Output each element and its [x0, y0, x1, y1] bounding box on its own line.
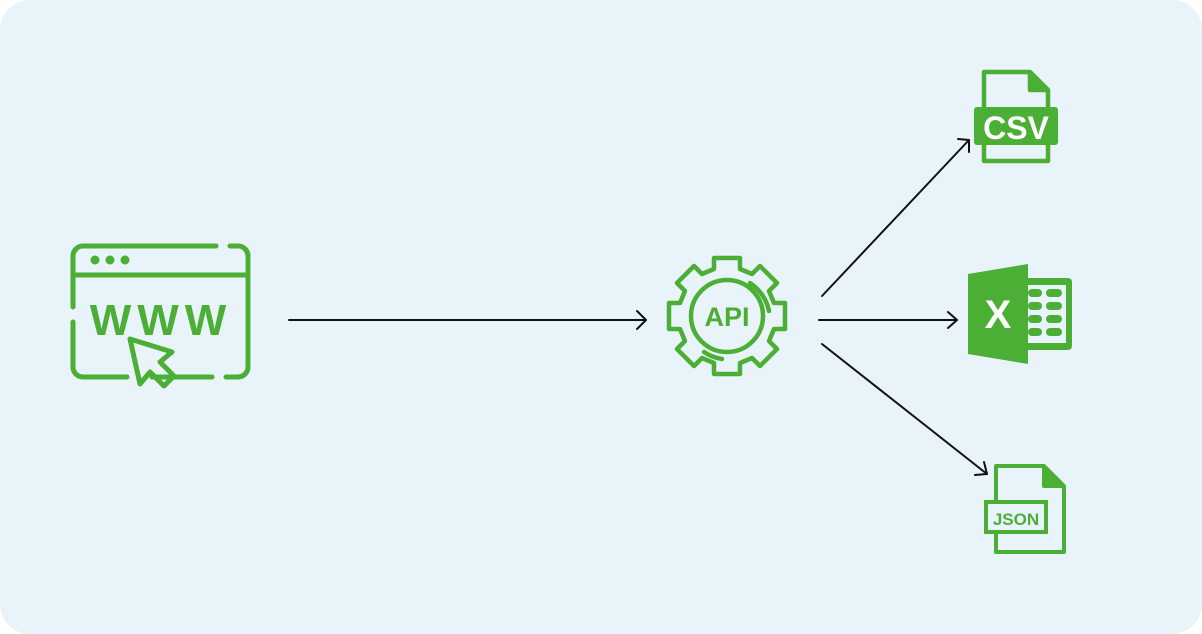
gear-icon: API — [666, 255, 788, 377]
browser-window-icon: WWW — [70, 243, 251, 389]
website-node: WWW — [70, 242, 252, 392]
arrow-api-to-excel — [818, 311, 958, 329]
website-label: WWW — [90, 296, 233, 345]
json-label: JSON — [993, 510, 1039, 529]
api-label: API — [704, 302, 749, 332]
csv-label: CSV — [983, 110, 1049, 146]
api-node: API — [664, 253, 790, 379]
json-file-icon: JSON — [984, 464, 1066, 554]
csv-node: CSV — [972, 69, 1060, 165]
json-node: JSON — [984, 464, 1068, 556]
csv-file-icon: CSV — [974, 69, 1058, 164]
excel-label: X — [985, 293, 1012, 337]
arrow-api-to-csv — [821, 138, 970, 297]
excel-icon: X — [968, 264, 1072, 364]
excel-node: X — [966, 264, 1074, 364]
arrow-website-to-api — [288, 310, 647, 330]
arrow-api-to-json — [821, 343, 988, 476]
